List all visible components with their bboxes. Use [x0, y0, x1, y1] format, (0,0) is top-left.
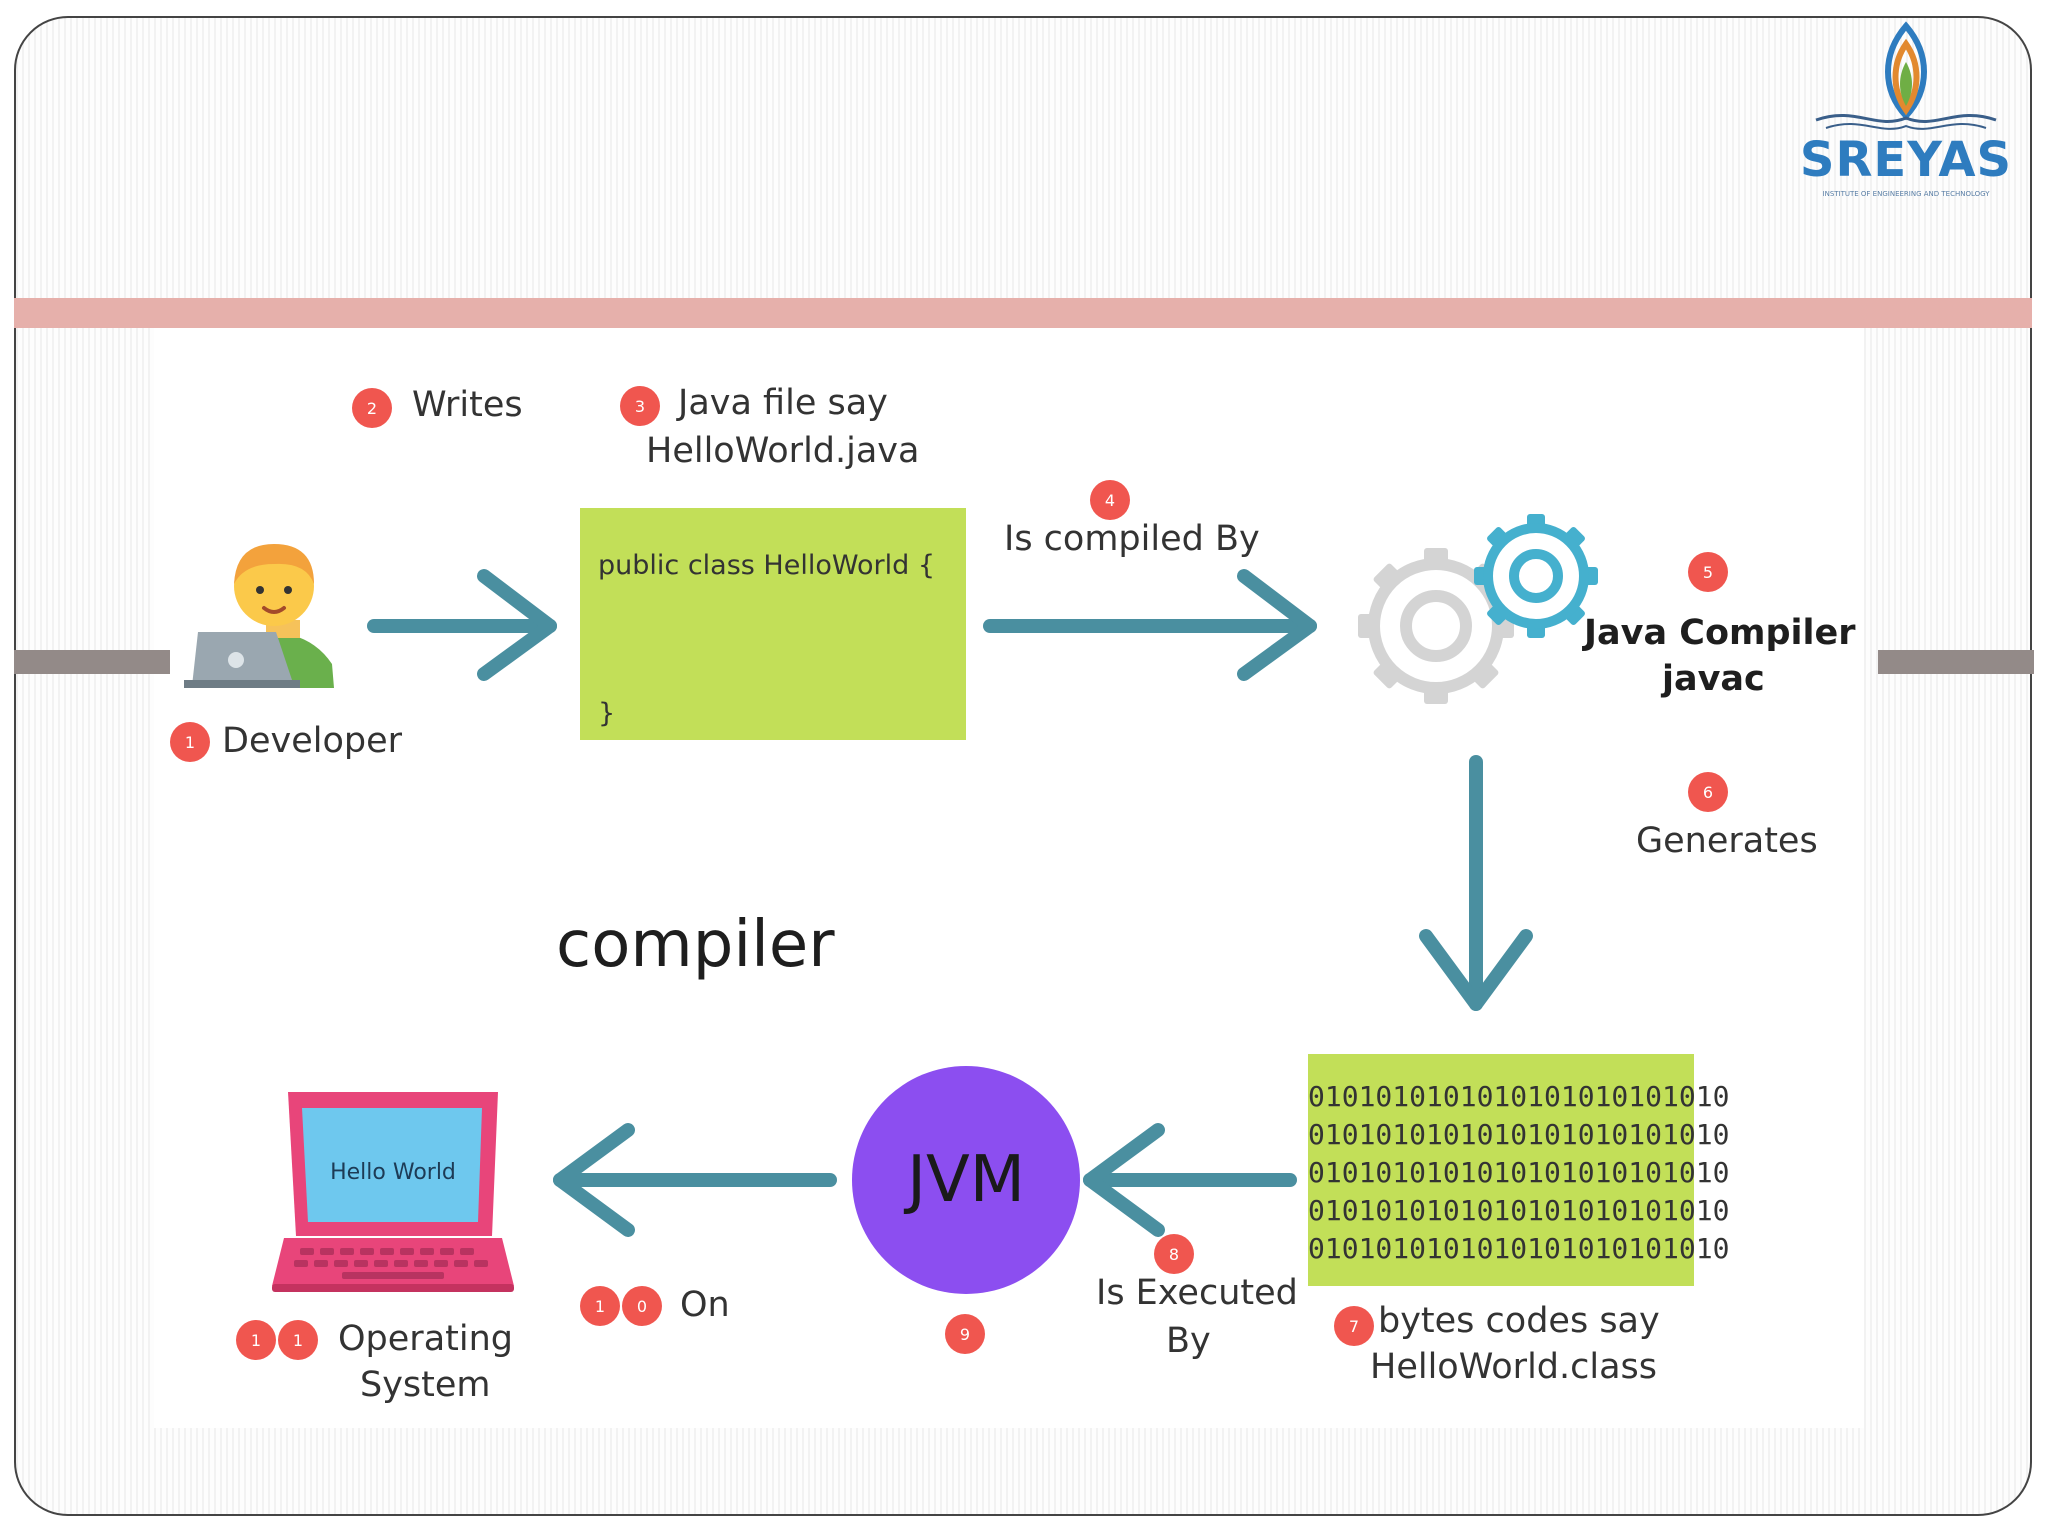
bytecode-label-1: bytes codes say [1378, 1301, 1660, 1341]
generates-label: Generates [1636, 821, 1818, 861]
step-badge-11a: 1 [236, 1320, 276, 1360]
os-label-2: System [360, 1365, 491, 1405]
bytecode-label-2: HelloWorld.class [1370, 1347, 1658, 1387]
step-badge-5: 5 [1688, 552, 1728, 592]
arrow-on [553, 1123, 837, 1237]
binary-line: 0101010101010101010101010 [1308, 1232, 1730, 1265]
step-badge-6: 6 [1688, 772, 1728, 812]
step-badge-10a: 1 [580, 1286, 620, 1326]
left-side-bar [14, 650, 170, 674]
os-label-1: Operating [338, 1319, 513, 1359]
executed-by-label-2: By [1166, 1321, 1211, 1361]
arrow-writes [367, 569, 557, 681]
header-band [14, 298, 2032, 328]
compiled-by-label: Is compiled By [1004, 519, 1260, 559]
arrow-generates [1419, 755, 1533, 1011]
bytecode-box: 0101010101010101010101010 01010101010101… [1308, 1054, 1730, 1286]
step-badge-11b: 1 [278, 1320, 318, 1360]
arrow-executed-by [1083, 1123, 1297, 1237]
screen-text: Hello World [330, 1160, 456, 1185]
diagram-title: compiler [556, 908, 835, 982]
step-badge-3: 3 [620, 386, 660, 426]
java-file-label-1: Java file say [678, 383, 888, 423]
code-line-close: } [598, 698, 616, 729]
developer-icon [184, 544, 334, 688]
binary-line: 0101010101010101010101010 [1308, 1156, 1730, 1189]
java-file-label-2: HelloWorld.java [646, 431, 920, 471]
jvm-label: JVM [907, 1143, 1025, 1217]
java-source-box: public class HelloWorld { } [580, 508, 966, 740]
on-label: On [680, 1285, 730, 1325]
compiler-gears-icon [1358, 514, 1598, 704]
compiler-command-label: javac [1662, 659, 1765, 699]
flame-emblem-icon [1815, 21, 1997, 130]
logo-subtitle: INSTITUTE OF ENGINEERING AND TECHNOLOGY [1822, 190, 1990, 198]
step-badge-7: 7 [1334, 1306, 1374, 1346]
sreyas-logo: SREYAS INSTITUTE OF ENGINEERING AND TECH… [1796, 20, 2016, 200]
binary-line: 0101010101010101010101010 [1308, 1194, 1730, 1227]
step-badge-4: 4 [1090, 480, 1130, 520]
step-badge-2: 2 [352, 388, 392, 428]
compiler-name-label: Java Compiler [1584, 613, 1856, 653]
binary-line: 0101010101010101010101010 [1308, 1118, 1730, 1151]
code-line-class: public class HelloWorld { [598, 550, 935, 581]
arrow-compiled-by [983, 569, 1317, 681]
step-badge-10b: 0 [622, 1286, 662, 1326]
logo-text: SREYAS [1799, 132, 2013, 188]
developer-label: Developer [222, 721, 403, 761]
step-badge-9: 9 [945, 1314, 985, 1354]
laptop-icon [272, 1092, 514, 1292]
right-side-bar [1878, 650, 2034, 674]
step-badge-8: 8 [1154, 1234, 1194, 1274]
jvm-circle: JVM [852, 1066, 1080, 1294]
binary-line: 0101010101010101010101010 [1308, 1080, 1730, 1113]
writes-label: Writes [412, 385, 523, 425]
executed-by-label-1: Is Executed [1096, 1273, 1298, 1313]
step-badge-1: 1 [170, 722, 210, 762]
